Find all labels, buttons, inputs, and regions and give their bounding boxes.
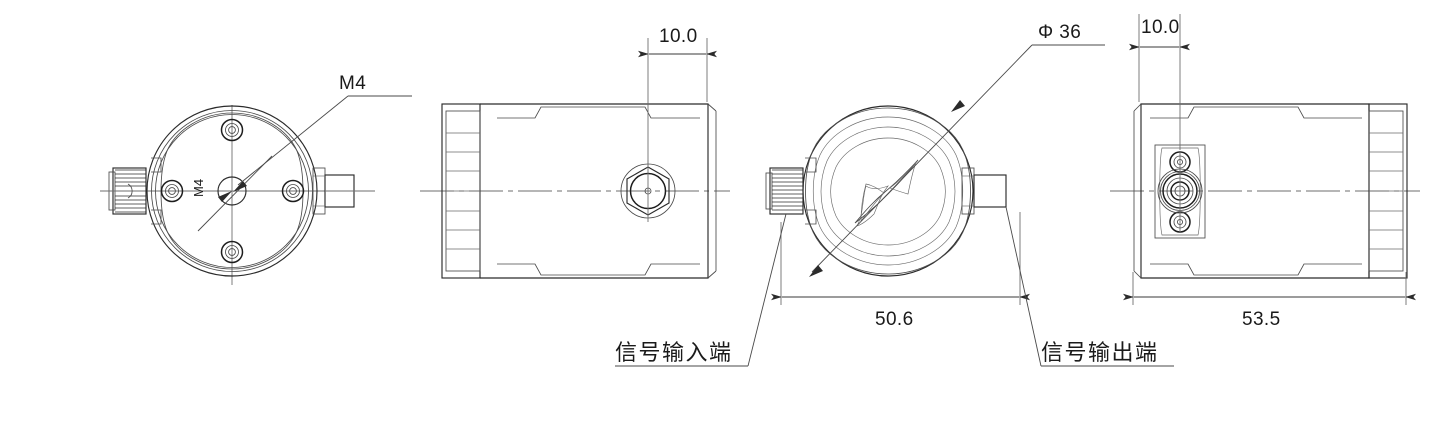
dimension-10-top-left <box>638 38 717 166</box>
body-outer-circle <box>146 105 318 277</box>
rear-facet-ring-2 <box>813 116 963 266</box>
dimension-10-top-left-label: 10.0 <box>659 26 698 47</box>
hex-fitting-v2 <box>620 160 676 222</box>
rear-lug-upper-left <box>805 157 817 173</box>
lug-lower-left <box>151 209 162 225</box>
m4-hole-bottom <box>220 240 244 264</box>
groove-top-v4 <box>1150 106 1362 119</box>
dimension-53-5 <box>1123 272 1416 305</box>
diameter-callout-label: Φ 36 <box>1038 22 1081 43</box>
knurled-end-cap-v4 <box>1368 103 1408 279</box>
m4-internal-leader <box>197 155 273 232</box>
dimension-10-top-right-label: 10.0 <box>1141 17 1180 38</box>
dimension-53-5-label: 53.5 <box>1242 309 1281 330</box>
body-ring-2 <box>155 114 309 268</box>
rear-outer-circle <box>802 105 974 277</box>
groove-bottom-v2 <box>497 263 700 276</box>
rear-facet-ring-1 <box>805 107 971 275</box>
groove-bottom-v4 <box>1150 263 1362 276</box>
dimension-50-6-label: 50.6 <box>875 309 914 330</box>
rear-facet-ring-4 <box>830 137 946 246</box>
body-ring-1 <box>151 110 313 272</box>
view-rear-face: Φ 36 50.6 <box>765 22 1105 330</box>
m4-hole-right <box>281 179 305 203</box>
dimension-10-top-right <box>1129 14 1190 150</box>
m4-arrow-inner-a <box>233 181 247 192</box>
signal-input-leader <box>747 213 787 367</box>
connector-output-stub <box>312 167 375 215</box>
m4-hole-left <box>160 179 184 203</box>
dimension-50-6 <box>771 212 1030 305</box>
connector-plate-v4 <box>1154 144 1206 239</box>
body-chamfer-bottom-v4 <box>1133 270 1142 279</box>
diameter-callout-leader <box>809 44 1105 277</box>
rear-facet-ring-3 <box>820 126 956 257</box>
view-side-right: 10.0 53.5 <box>1110 14 1420 330</box>
signal-input-label: 信号输入端 <box>615 341 733 366</box>
connector-input-threaded <box>100 167 147 215</box>
groove-top-v2 <box>497 106 700 119</box>
connector-signal-input <box>765 167 804 215</box>
signal-output-label: 信号输出端 <box>1041 341 1159 366</box>
body-outline-v2 <box>480 103 709 279</box>
body-chamfer-bottom-v2 <box>707 270 717 279</box>
rear-lug-lower-left <box>805 209 817 225</box>
m4-callout-leader <box>237 95 412 186</box>
center-boss <box>217 176 247 206</box>
view-side-left: 10.0 <box>420 26 730 279</box>
signal-output-leader <box>1005 206 1042 367</box>
body-chamfer-top-v2 <box>707 103 717 112</box>
m4-callout-label: M4 <box>339 73 366 94</box>
view-front-face: M4 M4 <box>100 73 412 285</box>
m4-hole-top <box>220 118 244 142</box>
annotation-signal-input: 信号输入端 <box>615 213 787 367</box>
connector-signal-output <box>961 167 1007 215</box>
face-cap-outline <box>160 112 304 270</box>
lug-upper-left <box>151 157 162 173</box>
body-chamfer-top-v4 <box>1133 103 1142 112</box>
knurled-end-cap-v2 <box>441 103 481 279</box>
m4-inner-label: M4 <box>191 179 206 197</box>
m4-arrow-inner-b <box>218 191 232 202</box>
annotation-signal-output: 信号输出端 <box>1005 206 1174 367</box>
diamond-indicator <box>854 159 919 227</box>
